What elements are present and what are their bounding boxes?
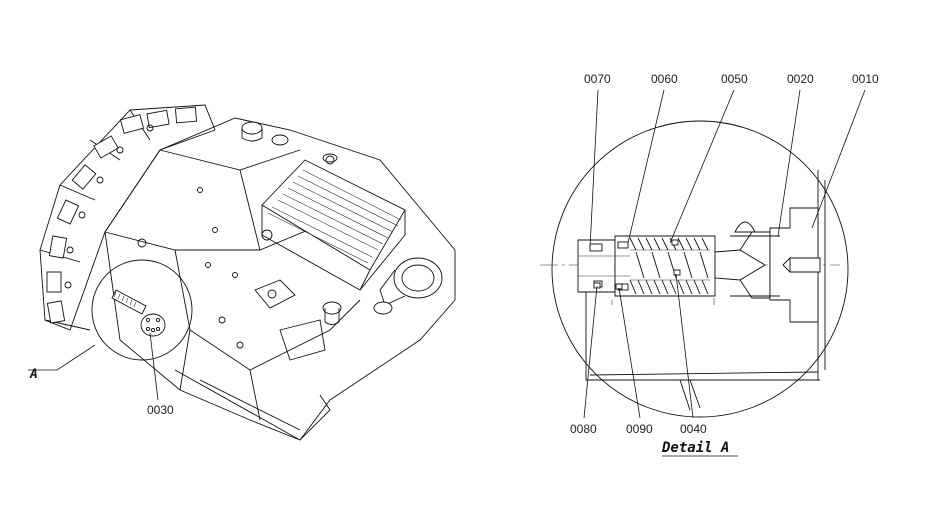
top-fittings	[241, 121, 338, 163]
callout-0040: 0040	[680, 422, 707, 436]
callout-0030: 0030	[147, 403, 174, 417]
center-bracket	[254, 279, 326, 361]
detail-a-leader	[28, 344, 96, 371]
detail-marker-a: A	[29, 367, 38, 382]
bottom-callout-leaders	[583, 273, 694, 419]
turret-disc	[39, 104, 216, 331]
motor-end-cap	[322, 257, 443, 325]
callout-0010: 0010	[852, 72, 879, 86]
detail-a-view: 0070 0060 0050 0020 0010 0080 0090 0040 …	[540, 72, 879, 457]
detail-caption: Detail A	[661, 440, 729, 456]
turret-assembly-view: A 0030	[28, 104, 456, 441]
callout-0050: 0050	[721, 72, 748, 86]
detail-circle-a	[91, 259, 193, 361]
callout-0060: 0060	[651, 72, 678, 86]
callout-0080: 0080	[570, 422, 597, 436]
top-callout-leaders	[589, 89, 866, 249]
callout-0020: 0020	[787, 72, 814, 86]
callout-0030-leader	[149, 332, 159, 401]
callout-0070: 0070	[584, 72, 611, 86]
spring	[629, 237, 710, 295]
shaft-assembly	[577, 207, 821, 323]
motor-housing	[261, 155, 406, 291]
callout-0090: 0090	[626, 422, 653, 436]
